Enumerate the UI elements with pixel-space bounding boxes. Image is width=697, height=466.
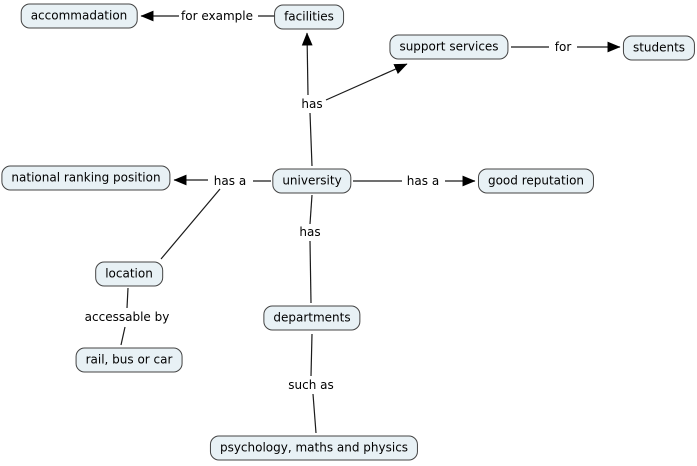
edge-line-departments-suchas [310, 333, 313, 377]
node-national-ranking-position[interactable]: national ranking position [1, 165, 171, 191]
edge-label-has-top[interactable]: has [299, 97, 325, 111]
node-rail-bus-or-car[interactable]: rail, bus or car [75, 347, 183, 373]
edge-line-has-departments [309, 240, 312, 304]
edge-line-has-facilities [301, 32, 313, 96]
node-university[interactable]: university [272, 168, 352, 194]
node-students[interactable]: students [622, 35, 696, 61]
edge-line-hasa-location [160, 188, 221, 260]
edge-line-location-accessableby [126, 287, 129, 309]
edge-line-university-has-top [309, 112, 313, 167]
node-good-reputation[interactable]: good reputation [477, 168, 595, 194]
node-facilities[interactable]: facilities [274, 4, 344, 30]
edge-label-such-as[interactable]: such as [286, 378, 336, 392]
edge-label-has-a-right[interactable]: has a [404, 174, 442, 188]
edge-line-has-supportservices [325, 63, 408, 101]
edge-line-suchas-psychology [312, 393, 317, 434]
edge-label-for-example[interactable]: for example [179, 9, 255, 23]
edge-label-accessable-by[interactable]: accessable by [82, 310, 172, 324]
node-psychology-maths-and-physics[interactable]: psychology, maths and physics [209, 435, 419, 461]
edge-label-has-bottom[interactable]: has [297, 225, 323, 239]
edge-line-university-has-bottom [309, 194, 313, 225]
edge-line-accessableby-rail [120, 326, 126, 346]
node-accommadation[interactable]: accommadation [20, 3, 138, 29]
edge-label-has-a-left[interactable]: has a [211, 174, 249, 188]
node-location[interactable]: location [95, 261, 163, 287]
node-departments[interactable]: departments [263, 305, 361, 331]
edge-label-for[interactable]: for [552, 40, 574, 54]
node-support-services[interactable]: support services [389, 34, 509, 60]
